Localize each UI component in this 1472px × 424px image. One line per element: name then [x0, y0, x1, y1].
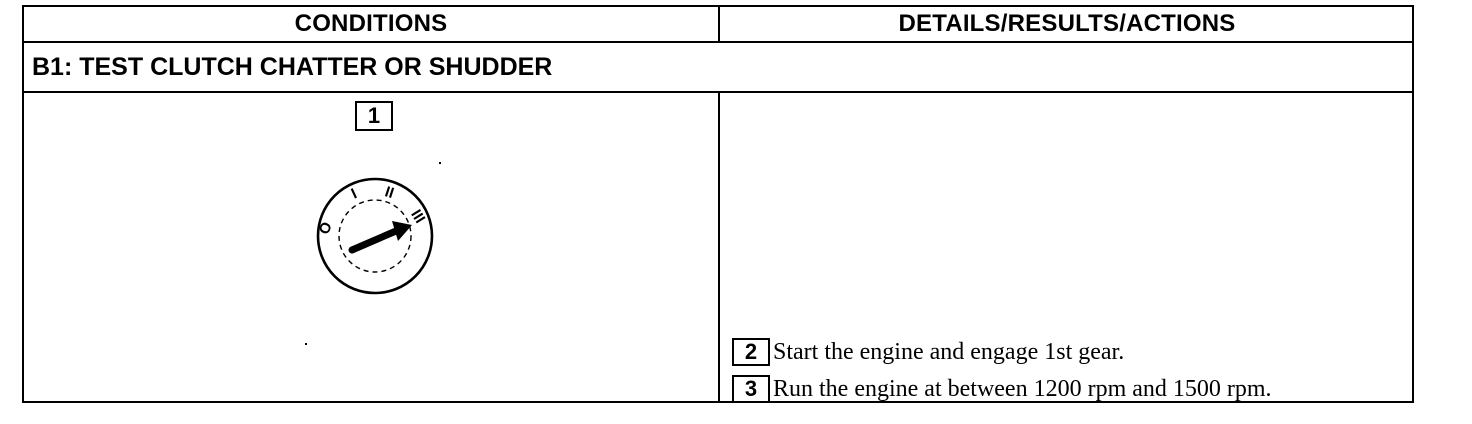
header-details-results-actions: DETAILS/RESULTS/ACTIONS: [898, 10, 1236, 37]
instruction-step-3: 3 Run the engine at between 1200 rpm and…: [732, 374, 1272, 404]
conditions-cell: 1 O I II III: [24, 93, 720, 401]
instruction-text-3: Run the engine at between 1200 rpm and 1…: [773, 375, 1272, 402]
details-cell: 2 Start the engine and engage 1st gear. …: [720, 93, 1414, 404]
instruction-text-2: Start the engine and engage 1st gear.: [773, 338, 1125, 365]
scan-speck: [305, 343, 307, 345]
scan-speck: [439, 162, 441, 164]
ignition-position-1: I: [349, 185, 360, 202]
step-number-2: 2: [732, 338, 770, 366]
ignition-switch-icon: O I II III: [316, 177, 434, 295]
step-number-3: 3: [732, 375, 770, 403]
section-title: B1: TEST CLUTCH CHATTER OR SHUDDER: [24, 43, 1412, 93]
ignition-key-arrow: [348, 221, 412, 254]
step-number-1: 1: [355, 101, 393, 131]
table-header-row: CONDITIONS DETAILS/RESULTS/ACTIONS: [24, 7, 1412, 43]
header-conditions: CONDITIONS: [24, 7, 720, 41]
instruction-step-2: 2 Start the engine and engage 1st gear.: [732, 337, 1124, 367]
diagnostic-table: CONDITIONS DETAILS/RESULTS/ACTIONS B1: T…: [22, 5, 1414, 403]
